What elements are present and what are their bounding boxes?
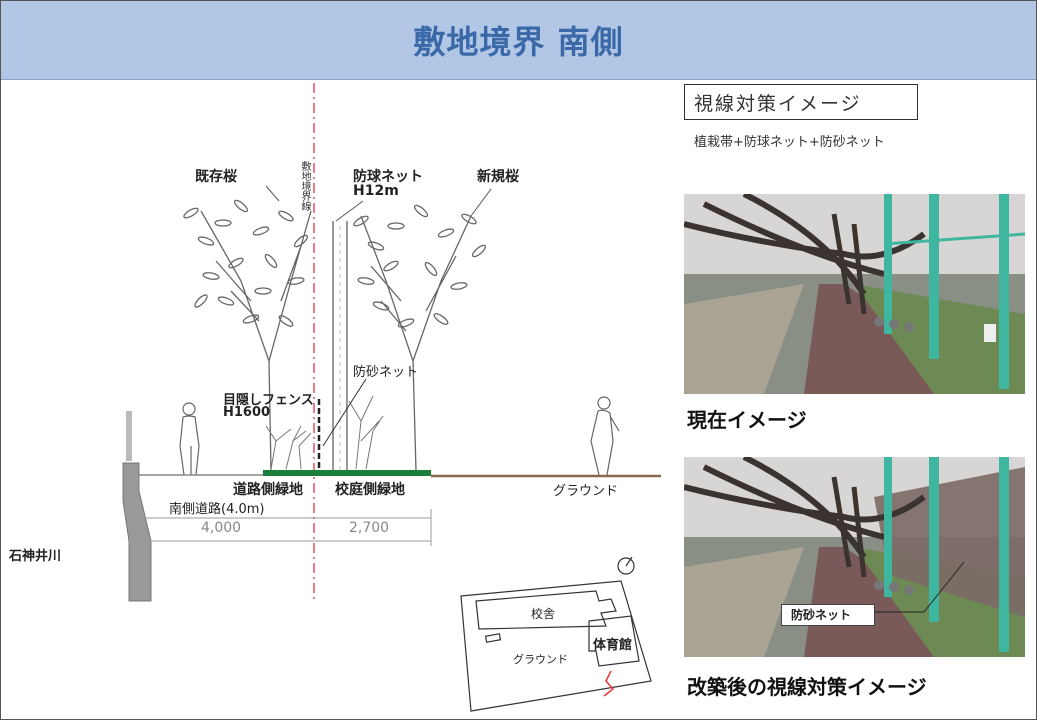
existing-tree-label: 既存桜 [195, 169, 237, 185]
image-label: 視線対策イメージ [694, 93, 862, 115]
title-bar: 敷地境界 南側 [1, 1, 1036, 80]
fence-label: 目隠しフェンス [223, 393, 314, 408]
person-right [590, 396, 620, 476]
ground-label: グラウンド [553, 484, 619, 499]
road-label: 南側道路(4.0m) [169, 502, 265, 517]
dim-left: 4,000 [201, 520, 242, 536]
after-net-label-box [781, 604, 875, 626]
key-map [460, 556, 652, 712]
current-caption: 現在イメージ [687, 408, 807, 432]
current-photo [684, 194, 1025, 394]
image-label-box [684, 84, 918, 120]
section-diagram [122, 83, 661, 712]
existing-tree [183, 199, 312, 472]
key-map-gym: 体育館 [593, 638, 633, 653]
new-tree [353, 204, 487, 472]
green-strip [263, 470, 431, 476]
after-net-label: 防砂ネット [791, 608, 852, 622]
road-green-label: 道路側緑地 [233, 482, 303, 498]
shrubs [265, 395, 384, 470]
new-tree-label: 新規桜 [477, 169, 519, 185]
school-green-label: 校庭側緑地 [335, 482, 405, 498]
ball-net-height: H12m [353, 183, 399, 199]
after-photo [684, 457, 1025, 657]
retaining-wall [122, 462, 152, 602]
person-left [179, 402, 200, 476]
sand-net-label: 防砂ネット [353, 365, 419, 380]
image-subtitle: 植栽帯+防球ネット+防砂ネット [694, 135, 885, 150]
boundary-label: 敷地境界線 [299, 161, 310, 211]
key-map-ground: グラウンド [513, 653, 568, 666]
page-title: 敷地境界 南側 [413, 23, 624, 61]
river-label: 石神井川 [9, 549, 62, 564]
fence-height: H1600 [223, 405, 271, 420]
after-caption: 改築後の視線対策イメージ [687, 675, 927, 699]
dim-right: 2,700 [349, 520, 390, 536]
key-map-school: 校舎 [531, 607, 556, 621]
ball-net-label: 防球ネット [353, 169, 423, 185]
